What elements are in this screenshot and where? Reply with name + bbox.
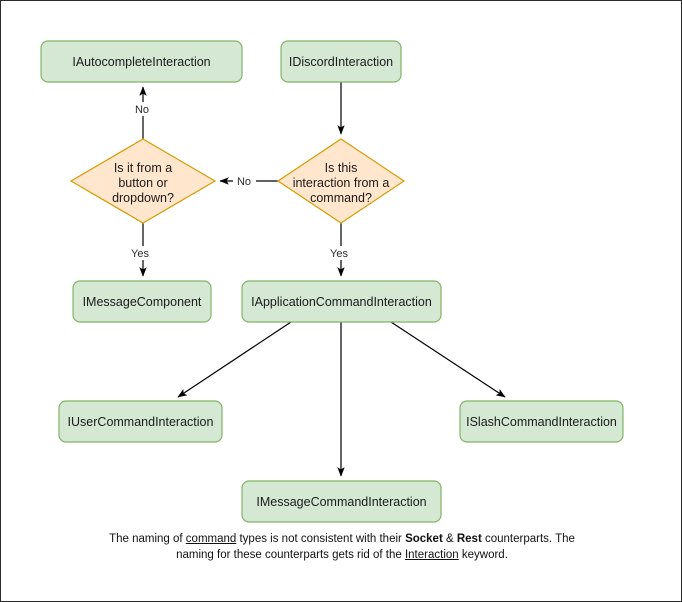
node-label-message-command-interaction: IMessageCommandInteraction [256,495,426,509]
node-message-command-interaction[interactable]: IMessageCommandInteraction [241,480,442,523]
node-user-command-interaction[interactable]: IUserCommandInteraction [58,400,223,443]
edge-decision-command-to-decision-button: No [219,174,280,188]
caption-line1-underlined: command [185,533,237,545]
decision-command-label-line-1: Is this [325,161,358,175]
caption-line2-rest: counterparts. The naming for these [176,533,575,561]
edge-label-no-component: No [237,176,251,188]
node-decision-button-or-dropdown[interactable]: Is it from a button or dropdown? [69,138,217,224]
caption-line1-part1: The naming of [109,533,186,545]
node-discord-interaction[interactable]: IDiscordInteraction [280,40,402,83]
edge-app-command-to-slash-command [390,321,506,398]
caption-line3-underlined: Interaction [404,549,459,561]
caption-socket: Socket [405,533,443,545]
edge-label-yes-component: Yes [131,248,149,260]
node-application-command-interaction[interactable]: IApplicationCommandInteraction [241,280,442,323]
decision-command-label-line-3: command? [310,191,372,205]
caption-line3-part2: keyword. [458,549,508,561]
edge-app-command-to-user-command [177,321,292,398]
node-decision-is-command[interactable]: Is this interaction from a command? [276,138,406,224]
node-label-message-component: IMessageComponent [83,295,202,309]
node-label-user-command-interaction: IUserCommandInteraction [68,415,214,429]
decision-label-line-2: button or [118,176,167,190]
node-label-autocomplete-interaction: IAutocompleteInteraction [72,55,210,69]
edge-decision-button-to-message-component: Yes [127,223,155,277]
caption-rest: Rest [456,533,482,545]
node-label-application-command-interaction: IApplicationCommandInteraction [251,295,432,309]
edge-decision-button-to-autocomplete: No [131,86,154,139]
decision-label-line-3: dropdown? [112,191,174,205]
decision-command-label-line-2: interaction from a [293,176,390,190]
node-message-component[interactable]: IMessageComponent [72,280,212,323]
node-label-discord-interaction: IDiscordInteraction [289,55,393,69]
caption-amp: & [442,533,457,545]
edge-label-no-autocomplete: No [135,104,149,116]
edge-label-yes-appcommand: Yes [330,248,348,260]
decision-label-line-1: Is it from a [114,161,172,175]
caption-line3-part1: counterparts gets rid of the [264,549,405,561]
node-slash-command-interaction[interactable]: ISlashCommandInteraction [459,400,624,443]
node-autocomplete-interaction[interactable]: IAutocompleteInteraction [40,40,243,83]
node-label-slash-command-interaction: ISlashCommandInteraction [466,415,617,429]
diagram-caption: The naming of command types is not consi… [101,531,583,563]
caption-line1-part2: types is not consistent with their [236,533,402,545]
edge-decision-command-to-app-command: Yes [326,223,354,277]
